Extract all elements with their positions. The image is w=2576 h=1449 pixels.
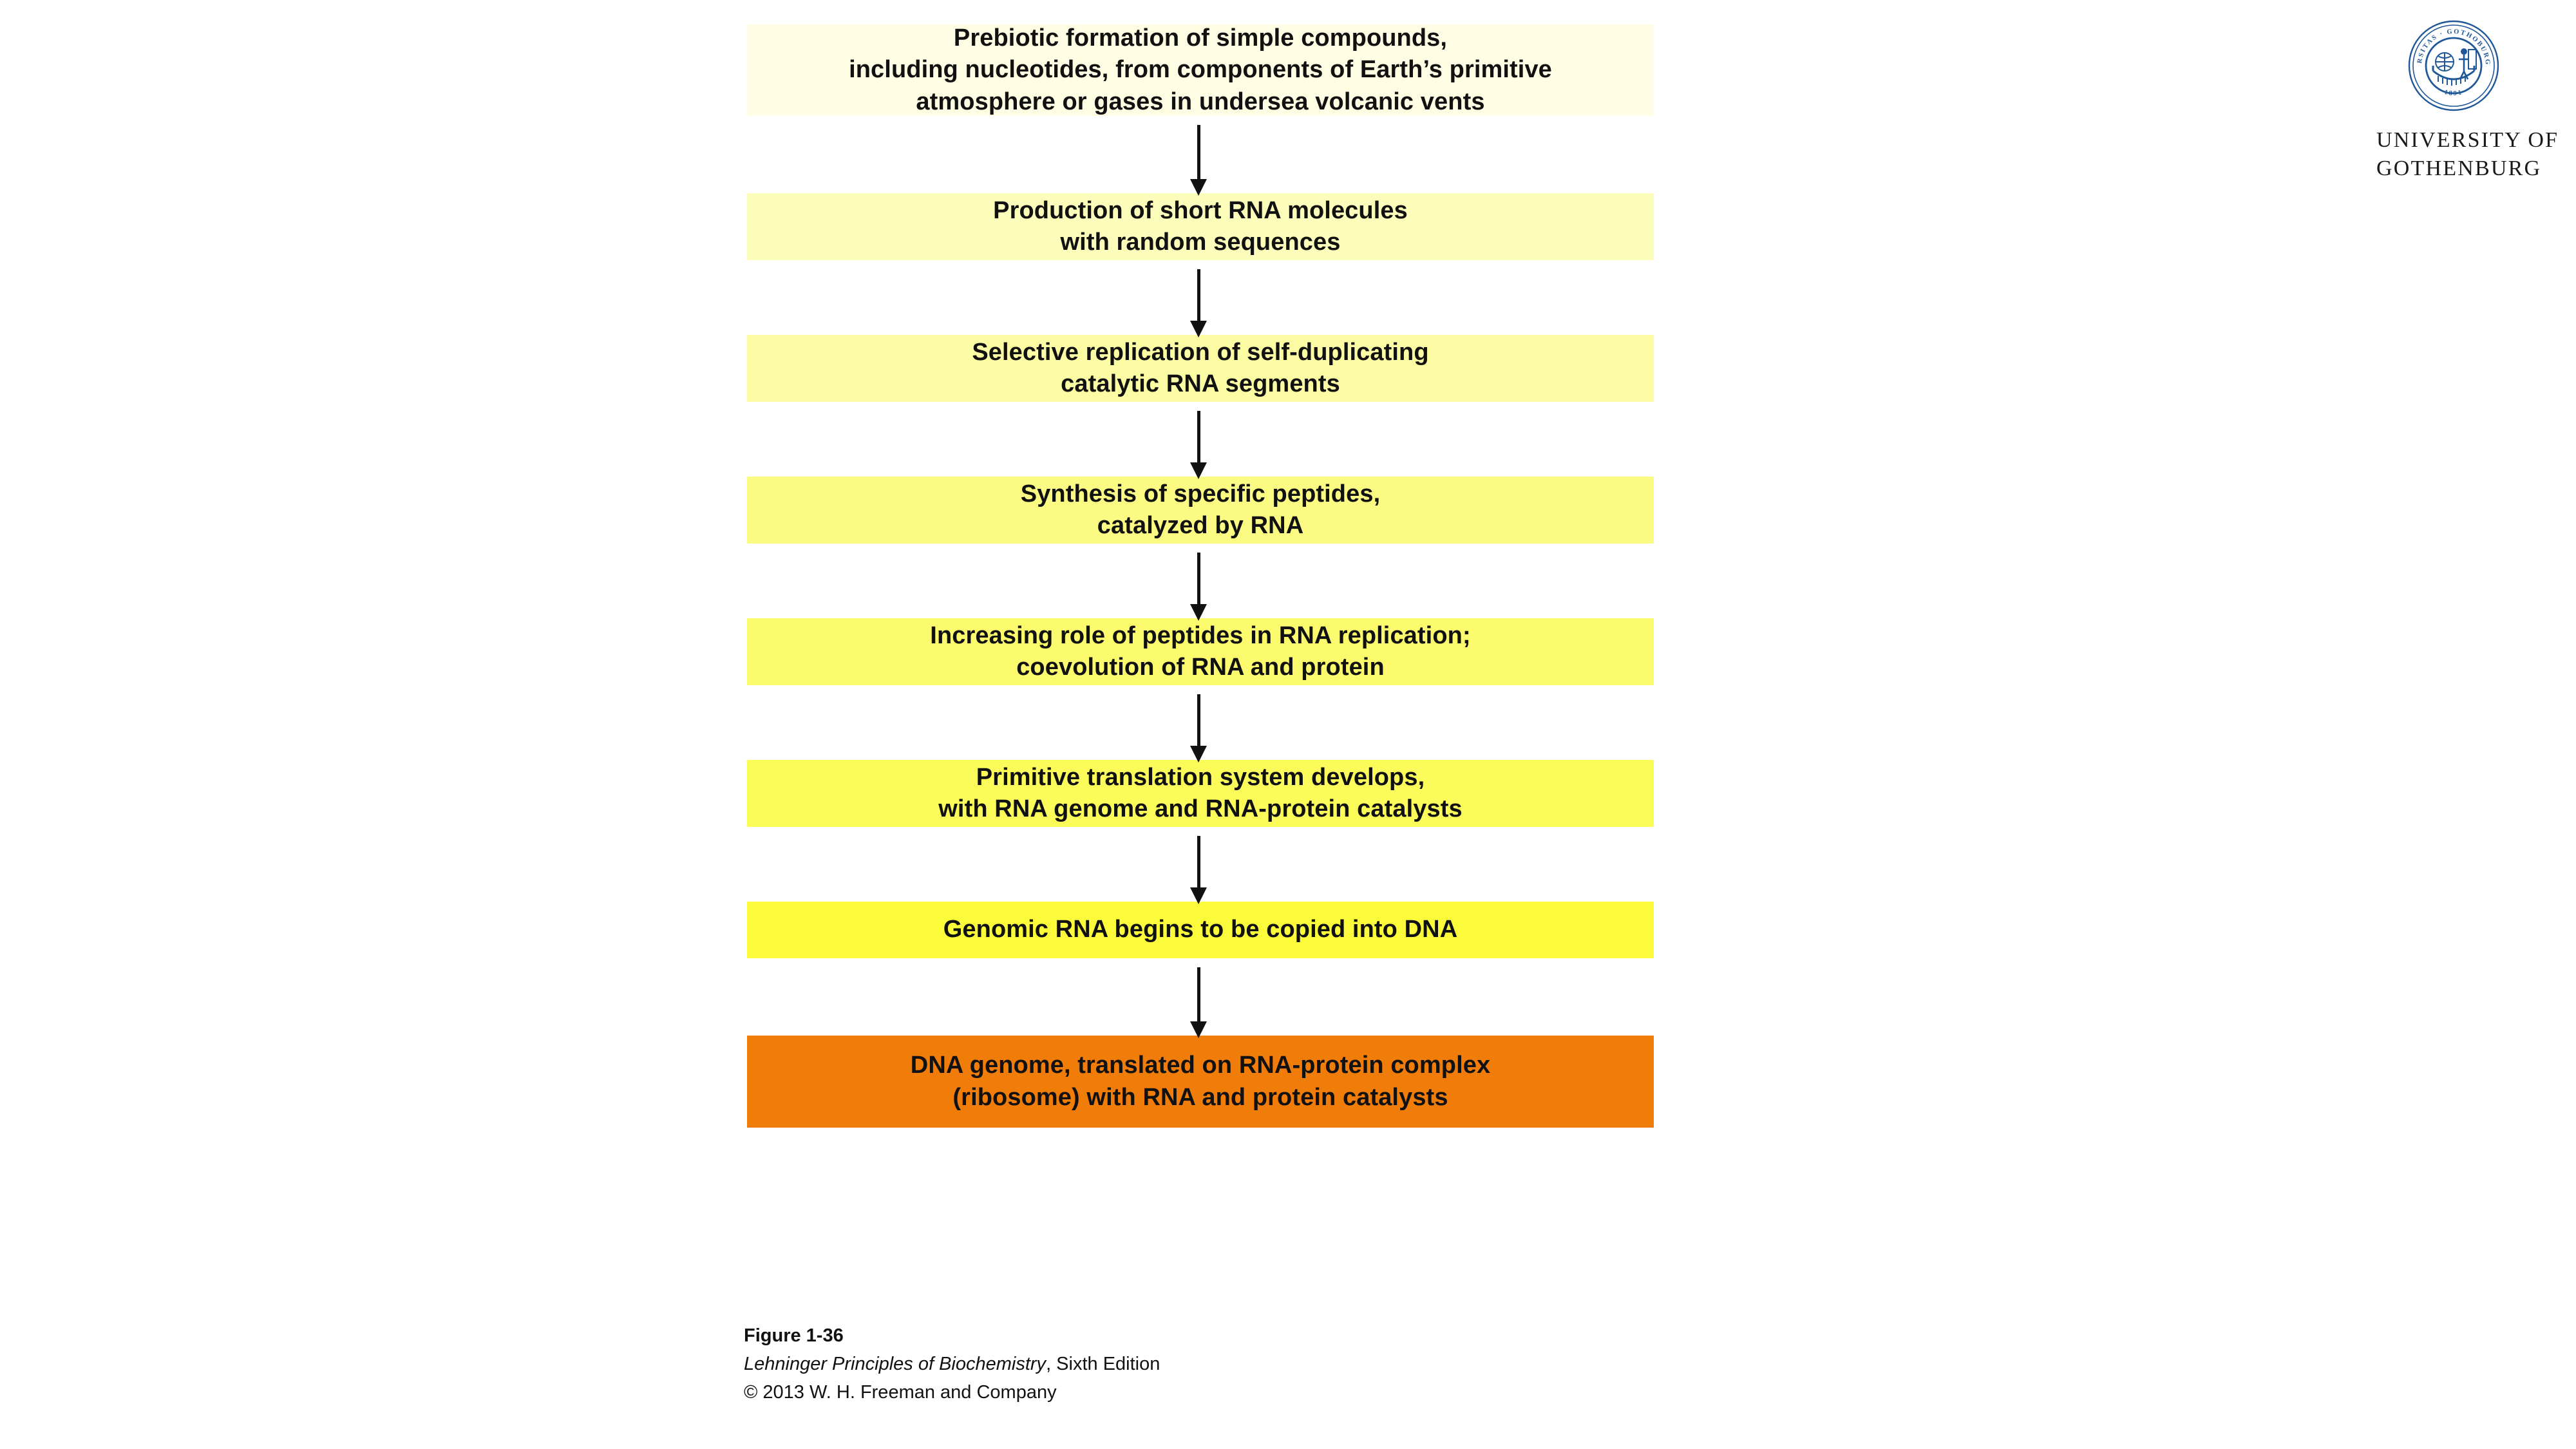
flow-step-line: Selective replication of self-duplicatin… — [972, 338, 1429, 366]
flow-step-label: Primitive translation system develops, wi… — [766, 762, 1634, 826]
wordmark-line-1: UNIVERSITY OF — [2376, 128, 2559, 152]
flow-step-label: DNA genome, translated on RNA-protein co… — [766, 1050, 1634, 1113]
flow-arrow-down-icon — [747, 827, 1654, 904]
university-seal-icon: UNIVERSITAS · GOTHOBURGENSIS · 1891 · — [2407, 19, 2500, 112]
university-logo: UNIVERSITAS · GOTHOBURGENSIS · 1891 · — [2376, 19, 2559, 182]
arrow-shaft — [1197, 125, 1200, 182]
flow-step-label: Genomic RNA begins to be copied into DNA — [766, 914, 1634, 945]
arrow-head — [1190, 321, 1207, 337]
flow-step-label: Production of short RNA molecules with ra… — [766, 195, 1634, 259]
arrow-head — [1190, 604, 1207, 621]
flow-arrow-down-icon — [747, 685, 1654, 762]
arrow-shaft — [1197, 967, 1200, 1024]
arrow-shaft — [1197, 694, 1200, 748]
flow-step-short-rna-production: Production of short RNA molecules with ra… — [747, 193, 1654, 260]
figure-caption: Figure 1-36 Lehninger Principles of Bioc… — [744, 1321, 1160, 1406]
svg-text:· 1891 ·: · 1891 · — [2437, 86, 2471, 97]
caption-book-title: Lehninger Principles of Biochemistry, Si… — [744, 1350, 1160, 1378]
flowchart: Prebiotic formation of simple compounds,… — [747, 24, 1654, 1128]
flow-step-line: DNA genome, translated on RNA-protein co… — [910, 1052, 1491, 1079]
flow-step-line: with RNA genome and RNA-protein catalyst… — [938, 795, 1463, 822]
wordmark-line-2: GOTHENBURG — [2376, 156, 2542, 180]
flow-step-line: Prebiotic formation of simple compounds, — [953, 24, 1448, 52]
flow-arrow-down-icon — [747, 544, 1654, 621]
arrow-head — [1190, 462, 1207, 479]
arrow-head — [1190, 1021, 1207, 1038]
arrow-shaft — [1197, 836, 1200, 890]
flow-arrow-down-icon — [747, 116, 1654, 196]
flow-step-prebiotic-formation: Prebiotic formation of simple compounds,… — [747, 24, 1654, 116]
flow-arrow-down-icon — [747, 402, 1654, 479]
flow-step-line: Primitive translation system develops, — [976, 763, 1425, 791]
flow-step-line: coevolution of RNA and protein — [1016, 654, 1385, 681]
flow-arrow-down-icon — [747, 958, 1654, 1038]
arrow-shaft — [1197, 411, 1200, 465]
flow-step-label: Selective replication of self-duplicatin… — [766, 337, 1634, 401]
flow-step-line: Synthesis of specific peptides, — [1020, 480, 1381, 507]
flow-step-line: Genomic RNA begins to be copied into DNA — [943, 916, 1458, 943]
flow-step-line: catalyzed by RNA — [1097, 512, 1304, 539]
flow-step-label: Synthesis of specific peptides, catalyzed… — [766, 478, 1634, 542]
arrow-head — [1190, 887, 1207, 904]
flow-step-line: catalytic RNA segments — [1061, 370, 1340, 397]
university-wordmark: UNIVERSITY OF GOTHENBURG — [2376, 126, 2559, 182]
flow-arrow-down-icon — [747, 260, 1654, 337]
arrow-head — [1190, 179, 1207, 196]
caption-book-title-italic: Lehninger Principles of Biochemistry — [744, 1354, 1046, 1375]
flow-step-primitive-translation: Primitive translation system develops, wi… — [747, 760, 1654, 827]
flow-step-label: Increasing role of peptides in RNA repli… — [766, 620, 1634, 684]
flow-step-line: atmosphere or gases in undersea volcanic… — [916, 88, 1485, 115]
flow-step-line: Production of short RNA molecules — [993, 196, 1408, 224]
flow-step-dna-genome-ribosome: DNA genome, translated on RNA-protein co… — [747, 1036, 1654, 1128]
arrow-shaft — [1197, 553, 1200, 607]
flow-step-peptide-synthesis: Synthesis of specific peptides, catalyzed… — [747, 477, 1654, 544]
caption-book-edition: , Sixth Edition — [1046, 1354, 1160, 1375]
flow-step-rna-protein-coevolution: Increasing role of peptides in RNA repli… — [747, 618, 1654, 685]
flow-step-line: Increasing role of peptides in RNA repli… — [930, 621, 1471, 649]
flow-step-rna-copied-to-dna: Genomic RNA begins to be copied into DNA — [747, 902, 1654, 958]
caption-copyright: © 2013 W. H. Freeman and Company — [744, 1382, 1057, 1403]
caption-figure-number: Figure 1-36 — [744, 1325, 844, 1346]
flow-step-selective-replication: Selective replication of self-duplicatin… — [747, 335, 1654, 402]
flow-step-line: with random sequences — [1060, 229, 1341, 256]
flow-step-line: including nucleotides, from components o… — [849, 56, 1552, 84]
arrow-head — [1190, 746, 1207, 762]
flow-step-line: (ribosome) with RNA and protein catalyst… — [952, 1083, 1448, 1111]
arrow-shaft — [1197, 269, 1200, 323]
flow-step-label: Prebiotic formation of simple compounds,… — [766, 23, 1634, 118]
